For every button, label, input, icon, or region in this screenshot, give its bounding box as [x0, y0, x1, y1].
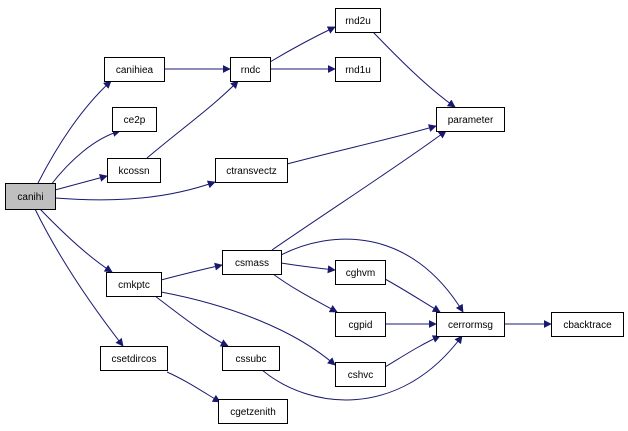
node-label-kcossn: kcossn: [118, 166, 149, 177]
node-box-cgetzenith: [218, 399, 288, 424]
edge-cssubc-to-cerrormsg: [261, 335, 463, 401]
edge-canihi-to-canihiea: [37, 80, 112, 184]
node-rnd2u[interactable]: rnd2u: [335, 8, 381, 33]
node-cgetzenith[interactable]: cgetzenith: [218, 399, 288, 424]
node-label-cbacktrace: cbacktrace: [563, 320, 612, 331]
node-box-cgpid: [335, 312, 386, 337]
edge-canihi-to-ce2p: [49, 129, 121, 187]
node-csmass[interactable]: csmass: [222, 250, 282, 275]
edge-cshvc-to-cerrormsg: [384, 335, 441, 368]
edge-csmass-to-parameter: [271, 130, 447, 251]
edge-kcossn-to-rndc: [146, 80, 239, 159]
node-label-cssubc: cssubc: [235, 354, 266, 365]
node-label-cerrormsg: cerrormsg: [448, 320, 493, 331]
node-box-kcossn: [107, 158, 161, 183]
edge-cghvm-to-cerrormsg: [384, 278, 441, 313]
node-cgpid[interactable]: cgpid: [335, 312, 386, 337]
node-box-cssubc: [222, 346, 280, 371]
node-box-cmkptc: [106, 272, 162, 297]
node-box-rnd2u: [335, 8, 381, 33]
node-parameter[interactable]: parameter: [436, 107, 505, 132]
edge-rndc-to-rnd2u: [269, 26, 336, 63]
node-canihiea[interactable]: canihiea: [104, 57, 165, 82]
node-canihi[interactable]: canihi: [5, 183, 56, 210]
edges-layer: [34, 26, 552, 403]
node-cghvm[interactable]: cghvm: [335, 260, 386, 285]
node-label-rndc: rndc: [241, 65, 260, 76]
edge-rnd2u-to-parameter: [372, 31, 456, 108]
node-ctransvectz[interactable]: ctransvectz: [215, 158, 288, 183]
edge-canihi-to-ctransvectz: [54, 180, 216, 201]
node-label-cmkptc: cmkptc: [118, 280, 150, 291]
node-box-cghvm: [335, 260, 386, 285]
node-cshvc[interactable]: cshvc: [335, 362, 386, 387]
node-label-ce2p: ce2p: [124, 115, 146, 126]
node-label-ctransvectz: ctransvectz: [226, 166, 277, 177]
edge-csmass-to-cerrormsg: [280, 238, 464, 313]
node-label-parameter: parameter: [448, 115, 494, 126]
node-box-ctransvectz: [215, 158, 288, 183]
node-cerrormsg[interactable]: cerrormsg: [436, 312, 505, 337]
node-label-csmass: csmass: [235, 258, 269, 269]
node-box-canihiea: [104, 57, 165, 82]
node-cbacktrace[interactable]: cbacktrace: [551, 312, 624, 337]
node-rnd1u[interactable]: rnd1u: [335, 57, 381, 82]
node-box-rnd1u: [335, 57, 381, 82]
node-box-cshvc: [335, 362, 386, 387]
node-rndc[interactable]: rndc: [230, 57, 271, 82]
nodes-layer: canihi canihiea ce2p kcossn ctransvectz cmkpt…: [5, 8, 624, 424]
edge-csetdircos-to-cgetzenith: [166, 371, 221, 403]
node-label-canihiea: canihiea: [116, 65, 154, 76]
edge-csmass-to-cgpid: [272, 273, 338, 313]
node-kcossn[interactable]: kcossn: [107, 158, 161, 183]
node-label-cgpid: cgpid: [349, 320, 373, 331]
node-label-rnd2u: rnd2u: [345, 16, 371, 27]
edge-canihi-to-cmkptc: [39, 208, 113, 273]
node-box-canihi: [5, 183, 56, 210]
edge-ctransvectz-to-parameter: [286, 124, 437, 165]
edge-csmass-to-cghvm: [280, 262, 336, 274]
node-cssubc[interactable]: cssubc: [222, 346, 280, 371]
node-ce2p[interactable]: ce2p: [112, 107, 157, 132]
node-label-cghvm: cghvm: [346, 268, 375, 279]
node-csetdircos[interactable]: csetdircos: [100, 346, 168, 371]
node-label-csetdircos: csetdircos: [111, 354, 156, 365]
edge-canihi-to-csetdircos: [34, 208, 124, 347]
node-label-cgetzenith: cgetzenith: [230, 407, 276, 418]
node-box-rndc: [230, 57, 271, 82]
node-label-rnd1u: rnd1u: [345, 65, 371, 76]
edge-canihi-to-kcossn: [54, 174, 108, 191]
edge-cmkptc-to-cssubc: [154, 295, 229, 347]
node-box-parameter: [436, 107, 505, 132]
edge-cmkptc-to-cshvc: [160, 291, 336, 366]
node-cmkptc[interactable]: cmkptc: [106, 272, 162, 297]
node-label-canihi: canihi: [17, 192, 43, 203]
node-box-cerrormsg: [436, 312, 505, 337]
node-box-csmass: [222, 250, 282, 275]
node-label-cshvc: cshvc: [348, 370, 374, 381]
node-box-csetdircos: [100, 346, 168, 371]
edge-cmkptc-to-csmass: [160, 262, 223, 281]
node-box-ce2p: [112, 107, 157, 132]
node-box-cbacktrace: [551, 312, 624, 337]
